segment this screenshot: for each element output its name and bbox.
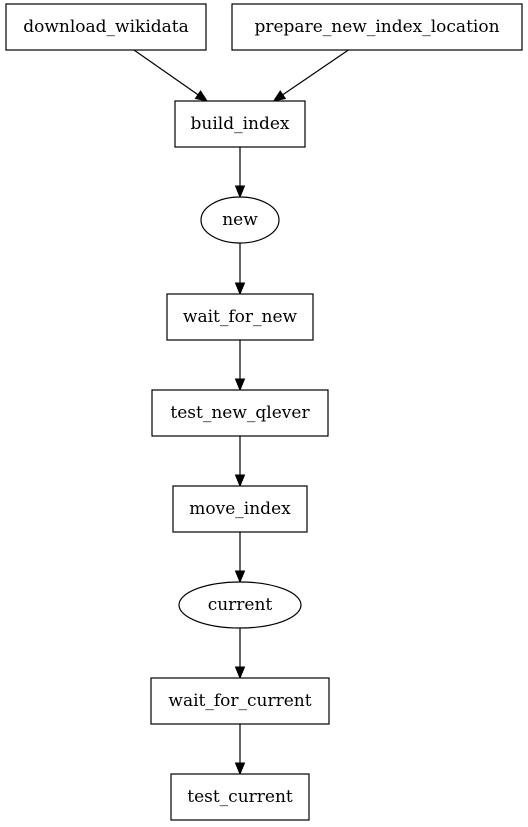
edge-line (282, 49, 349, 96)
edges-layer (133, 49, 349, 776)
arrowhead-icon (234, 666, 246, 680)
node-box (172, 485, 308, 533)
node-current: current (178, 581, 302, 629)
arrowhead-icon (234, 282, 246, 296)
edge-wait-for-new-to-test-new-qlever (234, 340, 246, 392)
arrowhead-icon (194, 90, 209, 102)
node-box (166, 293, 314, 341)
node-label: build_index (190, 114, 289, 134)
node-box (231, 3, 523, 51)
node-new: new (200, 196, 280, 244)
node-label: move_index (189, 499, 291, 519)
arrowhead-icon (234, 185, 246, 199)
node-label: wait_for_new (183, 307, 298, 327)
edge-current-to-wait-for-current (234, 628, 246, 680)
node-ellipse (178, 581, 302, 629)
arrowhead-icon (234, 378, 246, 392)
node-build-index: build_index (174, 100, 306, 148)
node-ellipse (200, 196, 280, 244)
node-label: wait_for_current (168, 691, 311, 711)
node-box (151, 389, 329, 437)
edge-test-new-qlever-to-move-index (234, 436, 246, 488)
node-wait-for-current: wait_for_current (150, 677, 330, 725)
node-box (170, 773, 310, 821)
node-box (150, 677, 330, 725)
node-label: download_wikidata (23, 17, 189, 37)
node-box (174, 100, 306, 148)
edge-new-to-wait-for-new (234, 243, 246, 296)
nodes-layer: download_wikidata prepare_new_index_locat… (5, 3, 523, 821)
edge-download-wikidata-to-build-index (133, 49, 209, 102)
node-label: prepare_new_index_location (254, 17, 499, 37)
edge-build-index-to-new (234, 147, 246, 199)
arrowhead-icon (234, 474, 246, 488)
node-label: new (222, 210, 258, 230)
edge-prepare-new-index-location-to-build-index (272, 49, 349, 102)
node-download-wikidata: download_wikidata (5, 3, 207, 51)
node-prepare-new-index-location: prepare_new_index_location (231, 3, 523, 51)
node-label: test_current (187, 787, 293, 807)
arrowhead-icon (234, 570, 246, 584)
node-wait-for-new: wait_for_new (166, 293, 314, 341)
edge-move-index-to-current (234, 532, 246, 584)
node-label: current (208, 595, 273, 615)
node-move-index: move_index (172, 485, 308, 533)
node-test-current: test_current (170, 773, 310, 821)
arrowhead-icon (272, 90, 287, 102)
node-label: test_new_qlever (170, 403, 310, 423)
node-test-new-qlever: test_new_qlever (151, 389, 329, 437)
arrowhead-icon (234, 762, 246, 776)
node-box (5, 3, 207, 51)
edge-wait-for-current-to-test-current (234, 724, 246, 776)
edge-line (133, 49, 199, 96)
